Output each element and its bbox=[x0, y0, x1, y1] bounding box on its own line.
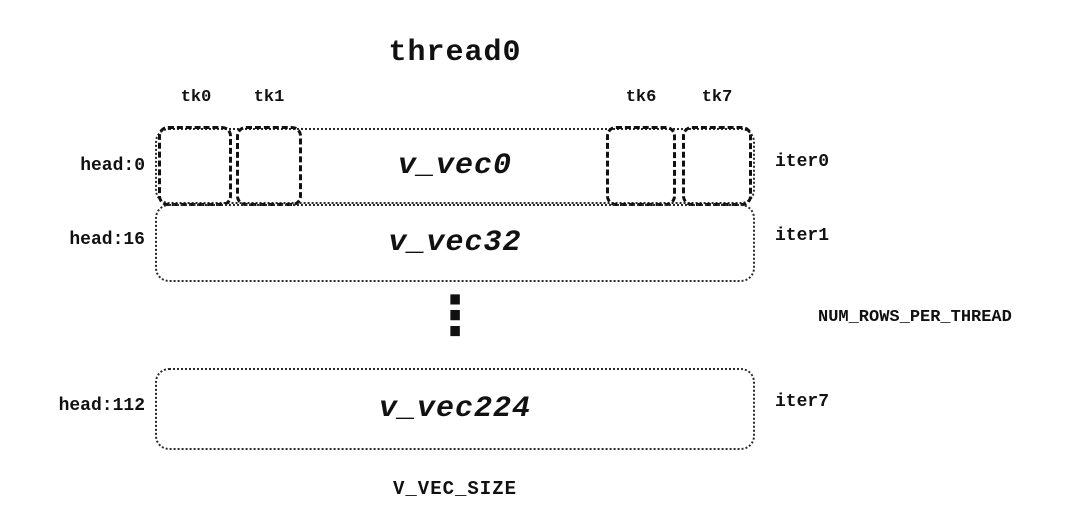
head0-label: head:0 bbox=[80, 156, 145, 176]
diagram-title: thread0 bbox=[388, 36, 522, 70]
iter0-label: iter0 bbox=[775, 152, 830, 172]
iter7-label: iter7 bbox=[775, 392, 830, 412]
v-vec0-label: v_vec0 bbox=[397, 149, 513, 183]
tk1-box bbox=[236, 126, 302, 206]
iter1-label: iter1 bbox=[775, 226, 830, 246]
tk1-label: tk1 bbox=[253, 88, 285, 107]
tk0-box bbox=[158, 126, 232, 206]
v-vec32-label: v_vec32 bbox=[388, 226, 522, 260]
vertical-ellipsis-icon: ⋮ bbox=[428, 284, 482, 347]
num-rows-per-thread-label: NUM_ROWS_PER_THREAD bbox=[818, 308, 1012, 327]
v-vec224-label: v_vec224 bbox=[378, 392, 532, 426]
tk7-label: tk7 bbox=[701, 88, 733, 107]
v-vec-size-label: V_VEC_SIZE bbox=[392, 478, 518, 500]
v-vec224-box: v_vec224 bbox=[155, 368, 755, 450]
tk6-box bbox=[606, 126, 676, 206]
head16-label: head:16 bbox=[69, 230, 145, 250]
tk7-box bbox=[682, 126, 752, 206]
v-vec0-box: v_vec0 bbox=[155, 128, 755, 204]
tk0-label: tk0 bbox=[180, 88, 212, 107]
v-vec32-box: v_vec32 bbox=[155, 204, 755, 282]
head112-label: head:112 bbox=[58, 396, 145, 416]
tk6-label: tk6 bbox=[625, 88, 657, 107]
